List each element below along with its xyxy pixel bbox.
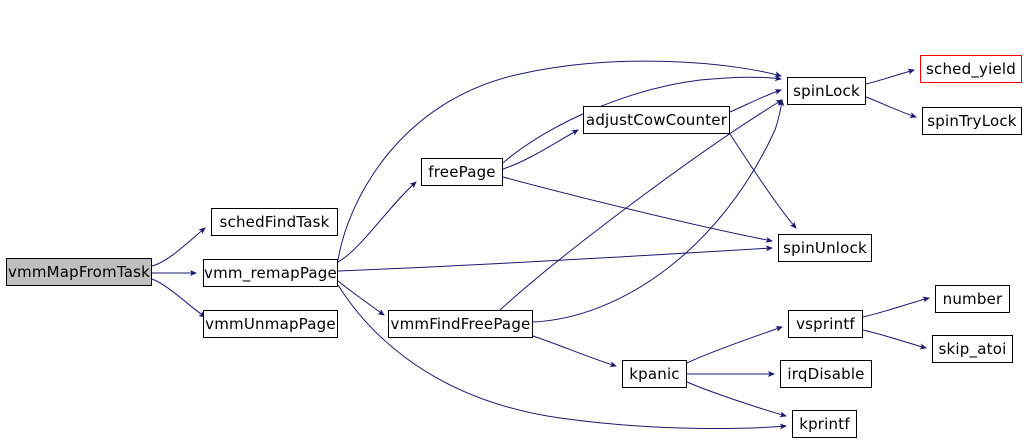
node-vmmFindFreePage[interactable]: vmmFindFreePage (388, 310, 533, 338)
edge-adjustCowCounter-to-spinUnlock (729, 133, 797, 229)
node-adjustCowCounter[interactable]: adjustCowCounter (583, 106, 730, 134)
node-label: spinUnlock (783, 238, 867, 257)
node-spinUnlock[interactable]: spinUnlock (778, 234, 872, 262)
edge-vmm_remapPage-to-kprintf (337, 284, 787, 430)
node-label: freePage (428, 162, 496, 181)
edge-vmm_remapPage-to-spinLock (337, 60, 782, 261)
node-vmmUnmapPage[interactable]: vmmUnmapPage (203, 310, 338, 338)
edge-vmm_remapPage-to-freePage (337, 181, 417, 263)
edge-vmm_remapPage-to-vmmFindFreePage (337, 280, 385, 316)
node-vmm_remapPage[interactable]: vmm_remapPage (203, 259, 338, 287)
node-schedFindTask[interactable]: schedFindTask (211, 208, 338, 236)
node-irqDisable[interactable]: irqDisable (780, 360, 872, 388)
node-label: irqDisable (787, 364, 865, 383)
node-vmmMapFromTask[interactable]: vmmMapFromTask (6, 258, 152, 286)
node-label: skip_atoi (938, 339, 1007, 358)
edge-vsprintf-to-number (862, 296, 930, 318)
edge-vmmMapFromTask-to-schedFindTask (151, 227, 206, 267)
edge-spinLock-to-sched_yield (865, 68, 915, 85)
node-sched_yield[interactable]: sched_yield (920, 55, 1022, 83)
edge-spinLock-to-spinTryLock (865, 96, 917, 119)
edge-kpanic-to-kprintf (686, 381, 787, 418)
edge-adjustCowCounter-to-spinLock (729, 89, 782, 113)
node-label: vmm_remapPage (204, 263, 337, 282)
node-kpanic[interactable]: kpanic (622, 360, 687, 388)
node-label: kprintf (799, 414, 850, 433)
edge-freePage-to-spinUnlock (502, 176, 773, 243)
edge-vmmFindFreePage-to-kpanic (532, 335, 617, 368)
node-number[interactable]: number (935, 285, 1010, 313)
edge-kpanic-to-vsprintf (686, 326, 783, 364)
edge-vmmFindFreePage-to-spinLock (532, 99, 785, 323)
node-spinTryLock[interactable]: spinTryLock (922, 107, 1022, 135)
edge-vmmFindFreePage-to-spinUnlock (499, 99, 783, 311)
node-skip_atoi[interactable]: skip_atoi (932, 335, 1013, 363)
node-label: spinTryLock (927, 111, 1017, 130)
node-label: vsprintf (796, 314, 855, 333)
node-label: adjustCowCounter (585, 110, 728, 129)
edge-freePage-to-spinLock (502, 75, 782, 164)
node-label: spinLock (793, 81, 860, 100)
edge-vsprintf-to-skip_atoi (862, 329, 927, 350)
edge-vmmMapFromTask-to-vmmUnmapPage (151, 278, 206, 318)
node-label: kpanic (629, 364, 680, 383)
node-kprintf[interactable]: kprintf (792, 410, 857, 438)
edge-vmm_remapPage-to-spinUnlock (337, 245, 773, 272)
node-vsprintf[interactable]: vsprintf (788, 310, 863, 338)
node-label: vmmMapFromTask (7, 262, 151, 281)
node-label: number (942, 289, 1003, 308)
node-label: sched_yield (926, 59, 1016, 78)
edge-freePage-to-adjustCowCounter (502, 129, 579, 170)
node-label: schedFindTask (219, 212, 330, 231)
node-label: vmmFindFreePage (390, 314, 531, 333)
node-spinLock[interactable]: spinLock (787, 77, 866, 105)
node-freePage[interactable]: freePage (421, 158, 503, 186)
node-label: vmmUnmapPage (205, 314, 336, 333)
